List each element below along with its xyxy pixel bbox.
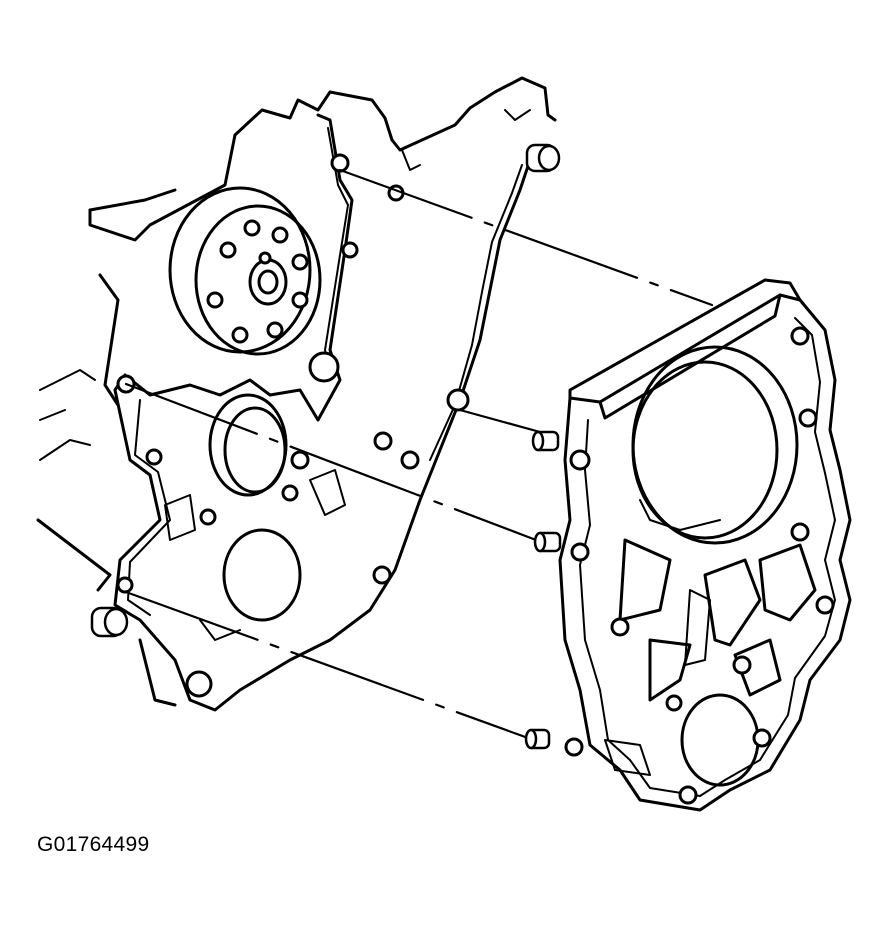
dowel-pins — [90, 143, 561, 638]
engine-block — [36, 76, 557, 707]
timing-chain-front-cover — [558, 278, 852, 812]
figure-code-label: G01764499 — [37, 833, 150, 856]
cover-studs — [524, 430, 562, 750]
front-cover-gasket — [113, 113, 547, 712]
block-oil-seal-bore — [164, 393, 346, 622]
alignment-lines — [124, 168, 714, 740]
crankshaft-sprocket-hub — [168, 186, 322, 356]
